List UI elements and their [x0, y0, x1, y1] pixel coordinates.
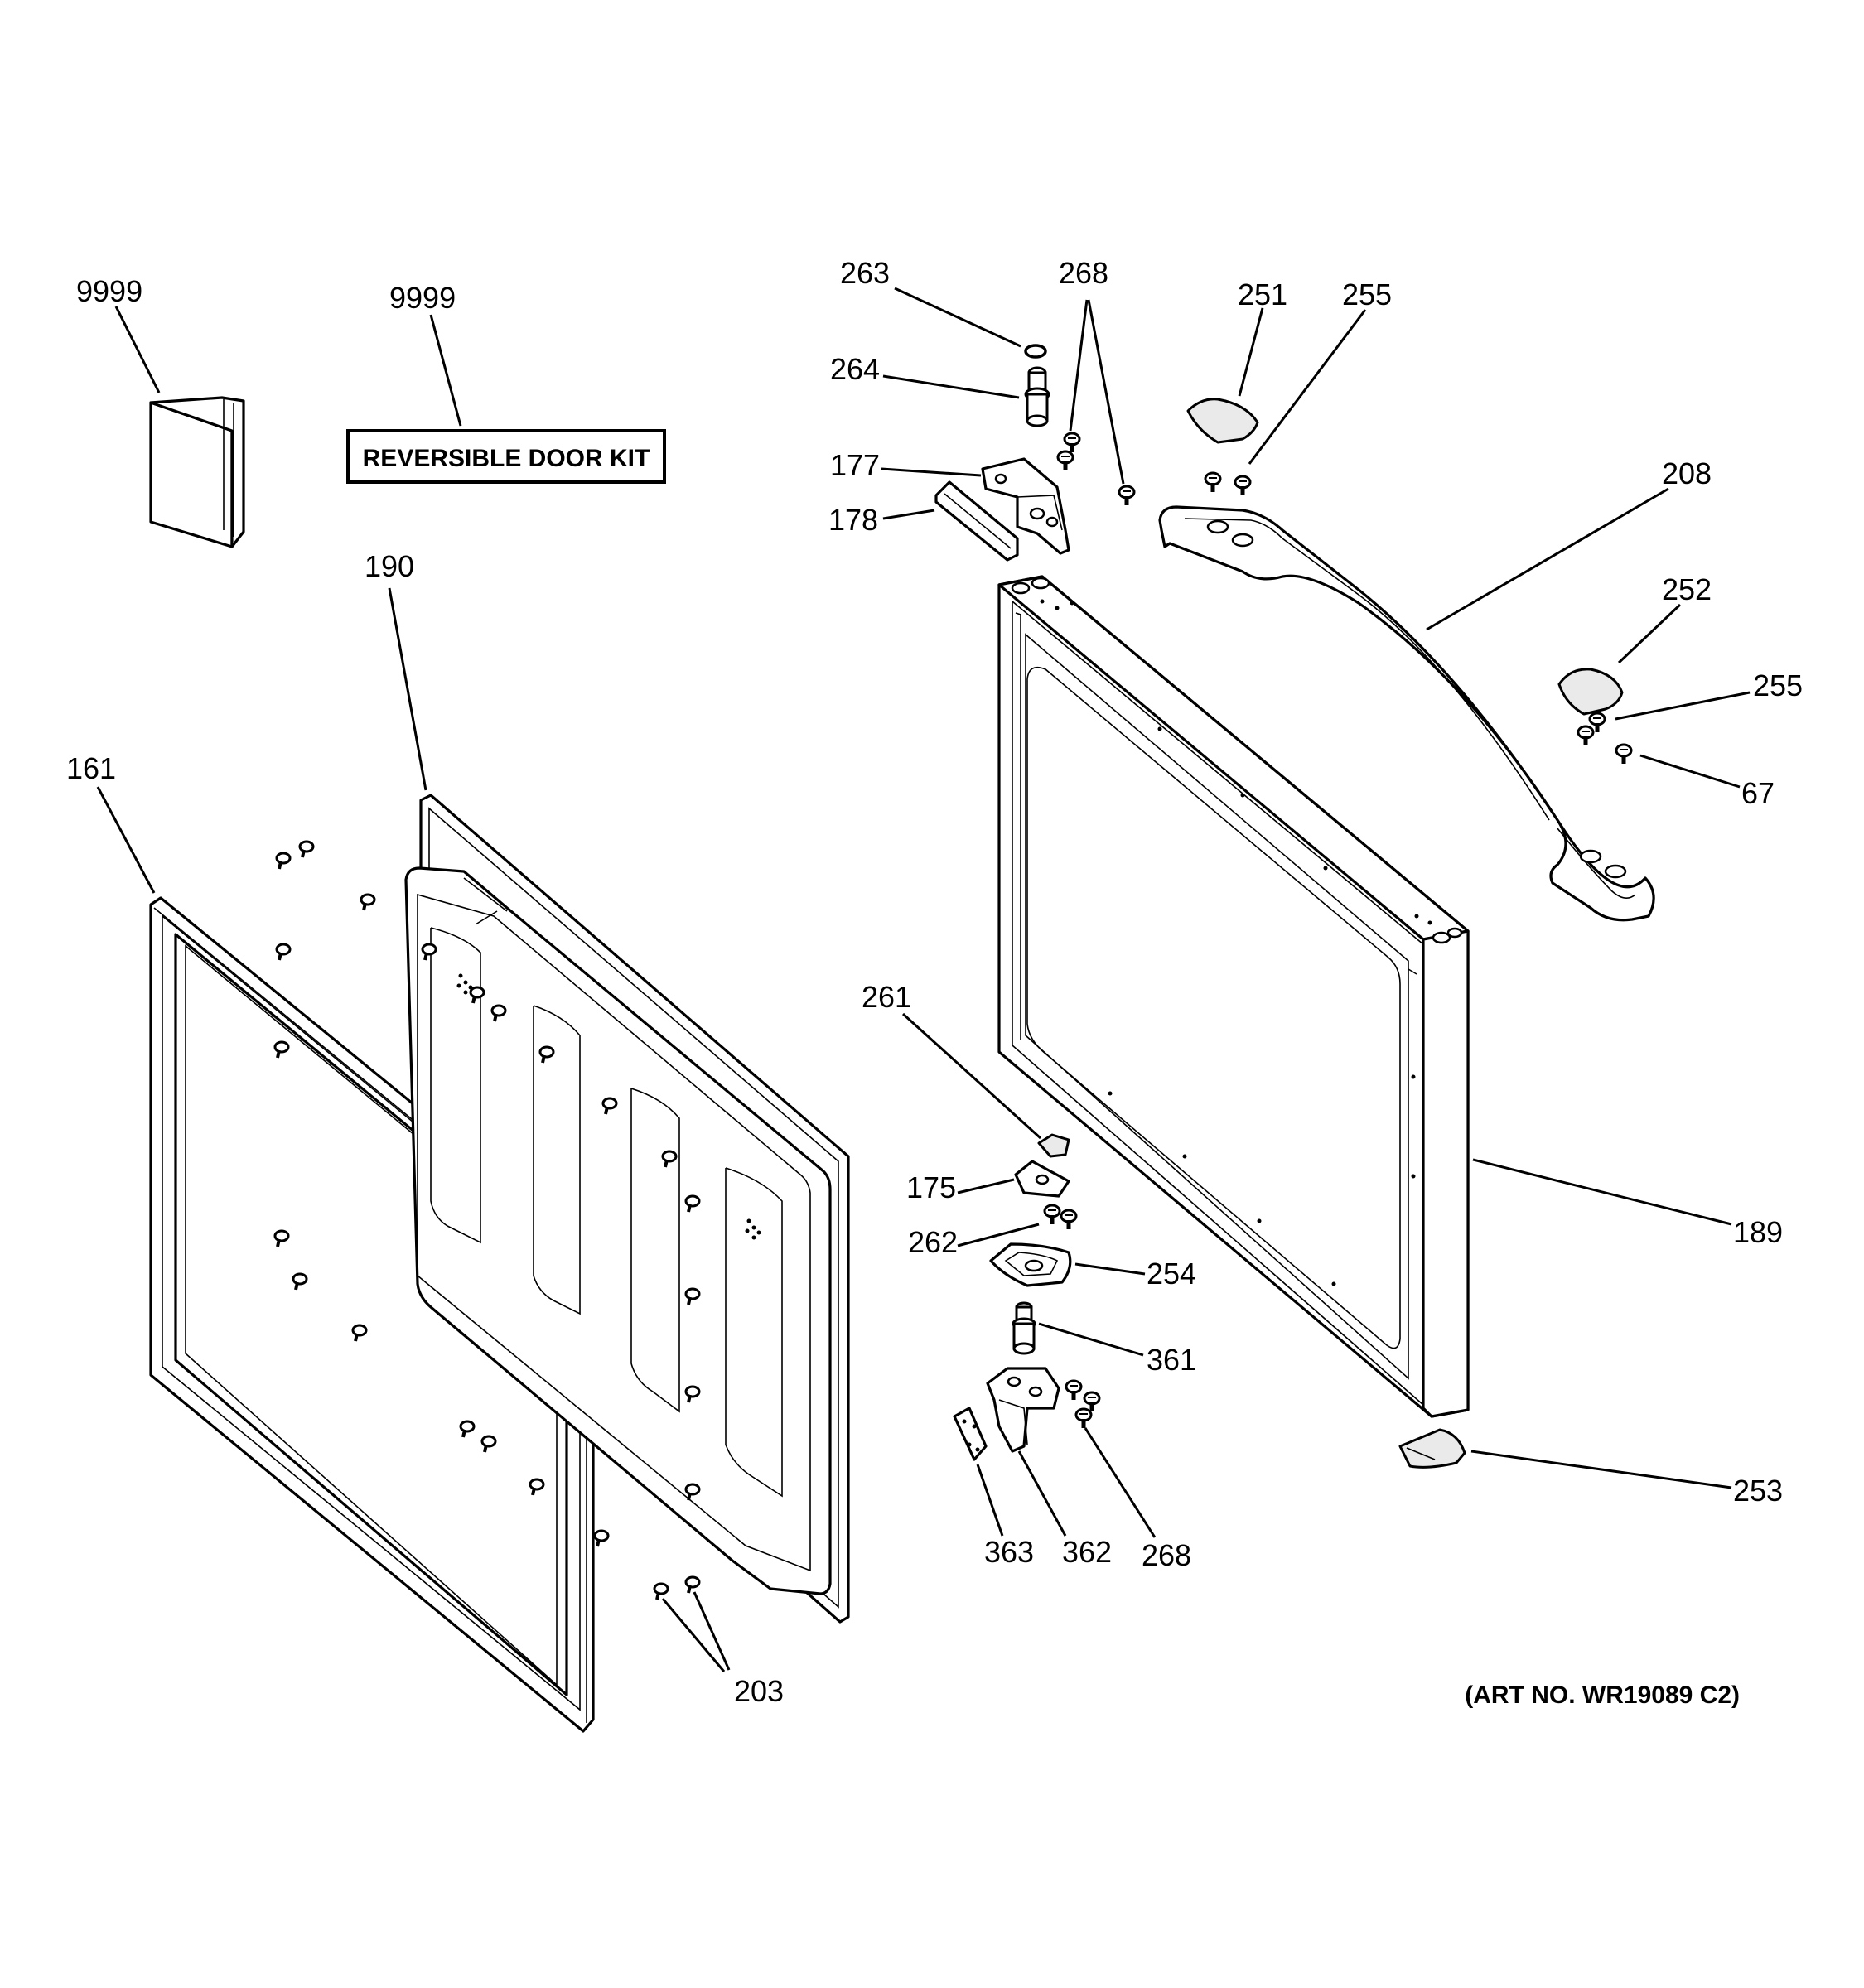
leader-251: [1238, 307, 1264, 397]
leader-362: [1017, 1450, 1067, 1537]
label-268b: 268: [1142, 1538, 1191, 1572]
screw-icon: [1061, 1210, 1076, 1229]
screw-icon: [1058, 451, 1073, 470]
screw-icon: [1205, 473, 1220, 492]
kit-label: REVERSIBLE DOOR KIT: [363, 445, 650, 472]
leader-67: [1639, 754, 1741, 789]
shim-178: [934, 480, 1019, 562]
label-161: 161: [66, 751, 116, 785]
label-251: 251: [1238, 277, 1287, 311]
leader-177: [881, 467, 982, 477]
leader-268a-1: [1069, 299, 1089, 432]
leader-190: [388, 587, 427, 791]
plate-175: [1014, 1160, 1070, 1198]
leader-9999b: [429, 314, 462, 427]
leader-203b: [693, 1591, 731, 1671]
leader-262: [957, 1223, 1040, 1247]
leader-161: [96, 786, 156, 894]
leader-253: [1470, 1450, 1732, 1489]
label-254: 254: [1147, 1257, 1196, 1291]
label-264: 264: [830, 352, 880, 386]
screw-icon: [1119, 486, 1134, 505]
screw-icon: [1076, 1409, 1091, 1428]
hinge-pin-264: [1024, 366, 1050, 427]
label-262: 262: [908, 1225, 958, 1259]
label-9999b: 9999: [389, 281, 456, 315]
leader-178: [882, 509, 935, 520]
leader-268a-2: [1087, 299, 1125, 485]
leader-254: [1074, 1262, 1146, 1276]
cap-icon: [1398, 1428, 1466, 1469]
screw-icon: [1235, 476, 1250, 495]
screw-icon: [1578, 726, 1593, 746]
screw-icon: [1616, 745, 1631, 764]
leader-9999a: [114, 306, 161, 393]
leader-252: [1617, 603, 1682, 664]
label-263: 263: [840, 256, 890, 290]
label-255b: 255: [1753, 668, 1803, 702]
leader-363: [976, 1464, 1004, 1537]
label-67: 67: [1741, 776, 1775, 810]
leader-255a: [1248, 309, 1367, 465]
label-255a: 255: [1342, 277, 1392, 311]
label-362: 362: [1062, 1535, 1112, 1569]
label-361: 361: [1147, 1343, 1196, 1377]
leader-263: [894, 287, 1021, 348]
screw-icon: [1065, 433, 1079, 452]
label-252: 252: [1662, 572, 1712, 606]
label-190: 190: [365, 549, 414, 583]
inner-door-liner-190: [404, 794, 850, 1624]
hinge-pin-361: [1012, 1301, 1036, 1355]
cap-icon: [1186, 398, 1259, 444]
washer-263: [1024, 344, 1047, 359]
label-268a: 268: [1059, 256, 1108, 290]
label-363: 363: [984, 1535, 1034, 1569]
label-208: 208: [1662, 456, 1712, 490]
door-handle-208: [1158, 505, 1655, 922]
screw-icon: [1045, 1205, 1060, 1224]
label-203: 203: [734, 1674, 784, 1708]
bushing-261: [1037, 1133, 1070, 1158]
cap-icon: [1557, 668, 1624, 716]
leader-175: [957, 1178, 1015, 1194]
screw-icon: [1066, 1381, 1081, 1400]
leader-361: [1038, 1322, 1144, 1357]
leader-268b: [1084, 1427, 1157, 1538]
leader-261: [901, 1012, 1042, 1140]
leader-208: [1426, 487, 1669, 631]
art-number: (ART NO. WR19089 C2): [1465, 1682, 1740, 1709]
leader-264: [882, 374, 1020, 399]
leader-189: [1472, 1158, 1732, 1226]
label-177: 177: [830, 448, 880, 482]
label-9999a: 9999: [76, 274, 142, 308]
hinge-icon: [986, 1367, 1060, 1453]
reversible-door-kit-box: REVERSIBLE DOOR KIT: [346, 429, 666, 484]
hinge-icon: [981, 457, 1070, 555]
outer-door-189: [997, 575, 1470, 1418]
part-labels: 9999 9999 190 161 203 263 268 251 255 26…: [66, 256, 1803, 1708]
label-189: 189: [1733, 1215, 1783, 1249]
label-261: 261: [862, 980, 911, 1014]
label-178: 178: [828, 503, 878, 537]
shim-363: [953, 1407, 988, 1461]
leader-255b: [1615, 691, 1751, 721]
label-253: 253: [1733, 1474, 1783, 1508]
label-175: 175: [906, 1170, 956, 1204]
leader-203a: [661, 1598, 726, 1672]
manual-booklet-icon: [149, 396, 245, 548]
bracket-254: [989, 1242, 1072, 1287]
